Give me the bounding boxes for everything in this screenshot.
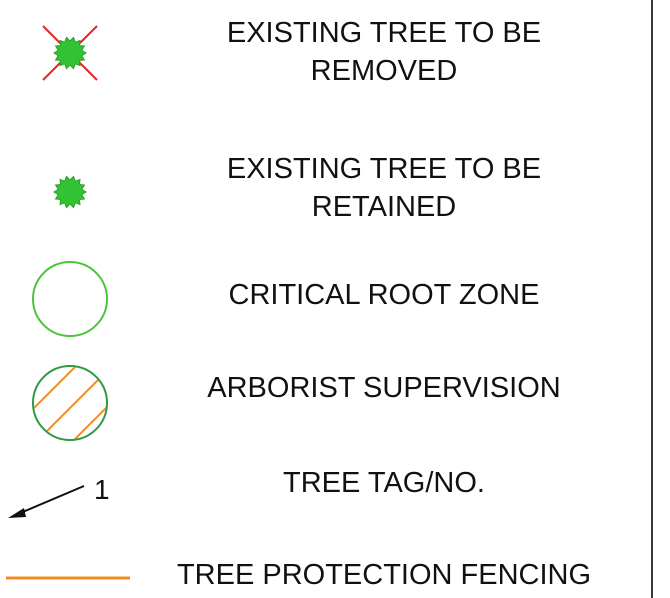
tree-tag-label: TREE TAG/NO. bbox=[283, 467, 485, 499]
hatched-circle-icon bbox=[28, 362, 112, 446]
tag-number: 1 bbox=[94, 474, 110, 505]
retained-tree-label-line-1: EXISTING TREE TO BE bbox=[226, 153, 542, 185]
removed-tree-icon bbox=[38, 22, 102, 86]
removed-tree-label-line-1: EXISTING TREE TO BE bbox=[226, 17, 542, 49]
retained-tree-label-line-2: RETAINED bbox=[311, 191, 457, 223]
removed-tree-label-line-2: REMOVED bbox=[310, 55, 458, 87]
arborist-supervision-label: ARBORIST SUPERVISION bbox=[207, 372, 561, 404]
tag-arrow-icon: 1 bbox=[4, 474, 124, 526]
frame-border bbox=[651, 0, 653, 598]
fence-line-icon bbox=[6, 574, 130, 582]
tree-canopy-core bbox=[58, 180, 82, 204]
retained-tree-icon bbox=[38, 160, 102, 224]
removed-tree-label: EXISTING TREE TO BE REMOVED bbox=[180, 14, 588, 90]
root-zone-label: CRITICAL ROOT ZONE bbox=[228, 279, 540, 311]
tree-canopy-core bbox=[58, 41, 82, 65]
retained-tree-label: EXISTING TREE TO BE RETAINED bbox=[180, 150, 588, 226]
fence-label: TREE PROTECTION FENCING bbox=[176, 559, 592, 591]
root-zone-circle-icon bbox=[28, 258, 112, 342]
